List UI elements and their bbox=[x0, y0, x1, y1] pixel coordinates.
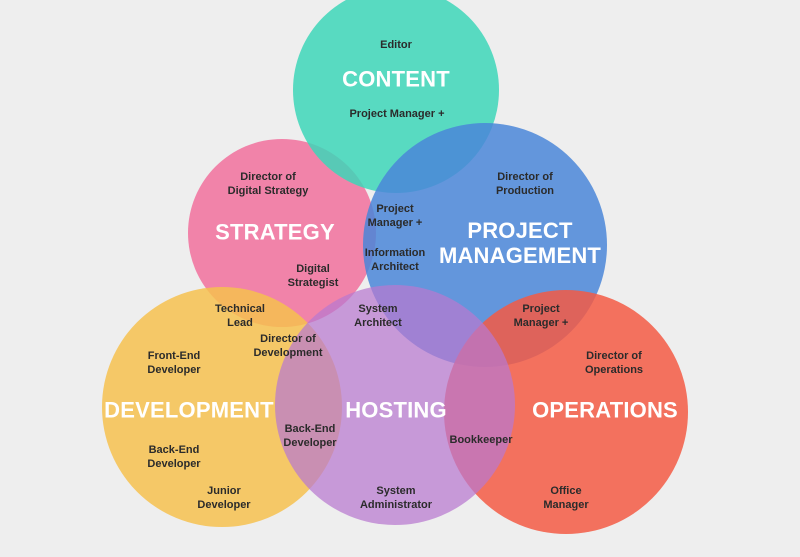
role-director-development: Director of Development bbox=[253, 333, 323, 359]
development-circle bbox=[102, 287, 342, 527]
role-front-end-developer: Front-End Developer bbox=[147, 350, 201, 376]
strategy-circle bbox=[188, 139, 376, 327]
operations-title: OPERATIONS bbox=[532, 397, 678, 423]
role-bookkeeper: Bookkeeper bbox=[449, 434, 513, 446]
role-system-architect: System Architect bbox=[354, 303, 402, 329]
role-project-manager-plus-content: Project Manager + bbox=[349, 108, 445, 120]
hosting-circle bbox=[275, 285, 515, 525]
role-digital-strategist: Digital Strategist bbox=[287, 263, 339, 289]
content-title: CONTENT bbox=[342, 66, 450, 92]
role-information-architect: Information Architect bbox=[364, 247, 426, 273]
role-project-manager-plus-operations: Project Manager + bbox=[513, 303, 569, 329]
role-project-manager-plus-center: Project Manager + bbox=[367, 203, 423, 229]
role-junior-developer: Junior Developer bbox=[197, 485, 251, 511]
operations-circle bbox=[444, 290, 688, 534]
role-back-end-developer-hosting: Back-End Developer bbox=[283, 423, 337, 449]
development-title: DEVELOPMENT bbox=[104, 397, 274, 423]
hosting-title: HOSTING bbox=[345, 397, 447, 423]
role-editor: Editor bbox=[380, 39, 412, 51]
role-technical-lead: Technical Lead bbox=[215, 303, 265, 329]
role-director-production: Director of Production bbox=[495, 171, 555, 197]
role-director-operations: Director of Operations bbox=[584, 350, 644, 376]
role-director-digital-strategy: Director of Digital Strategy bbox=[227, 171, 309, 197]
role-back-end-developer: Back-End Developer bbox=[147, 444, 201, 470]
role-office-manager: Office Manager bbox=[543, 485, 589, 511]
strategy-title: STRATEGY bbox=[215, 219, 335, 245]
role-system-administrator: System Administrator bbox=[359, 485, 433, 511]
project-management-title: PROJECT MANAGEMENT bbox=[438, 218, 602, 268]
